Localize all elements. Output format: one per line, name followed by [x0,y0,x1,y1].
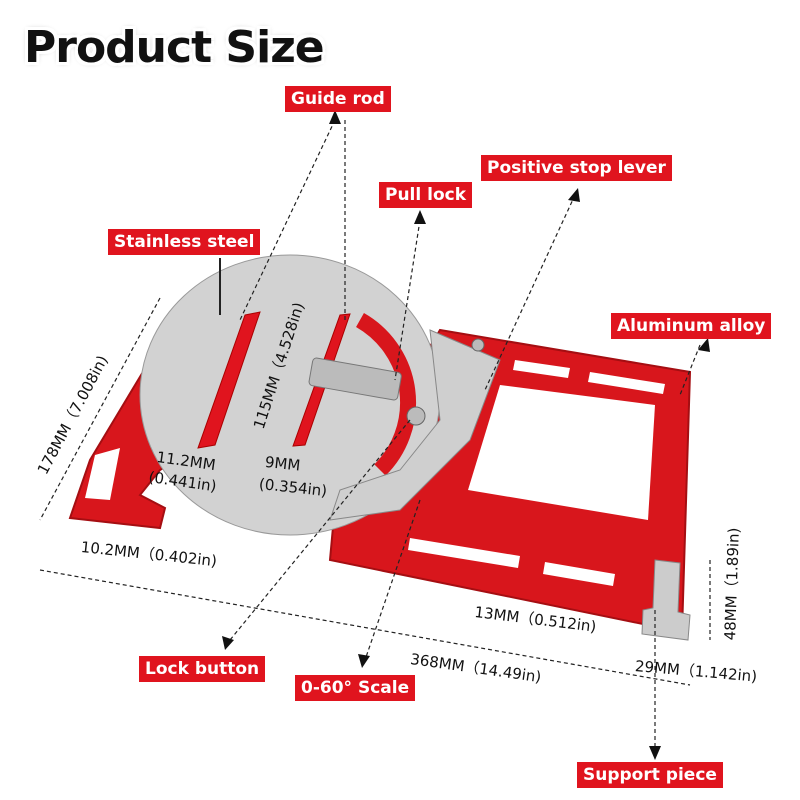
label-scale: 0-60° Scale [295,675,416,701]
pull-lock [308,357,402,401]
label-pull-lock: Pull lock [379,182,473,208]
page-title: Product Size [24,22,325,73]
support-piece [641,559,691,641]
lock-button [406,406,426,426]
dim-support-height: 48MM（1.89in) [720,527,743,641]
label-lock-button: Lock button [139,656,266,682]
guide-rod-left [197,311,261,449]
label-guide-rod: Guide rod [285,86,391,112]
label-support-piece: Support piece [577,762,723,788]
frame-window [468,385,655,520]
label-aluminum-alloy: Aluminum alloy [611,313,772,339]
label-stainless-steel: Stainless steel [108,229,261,255]
dim-gap-mm: 9MM [264,453,302,475]
label-positive-stop-lever: Positive stop lever [481,155,672,181]
scale-plate [329,329,501,521]
